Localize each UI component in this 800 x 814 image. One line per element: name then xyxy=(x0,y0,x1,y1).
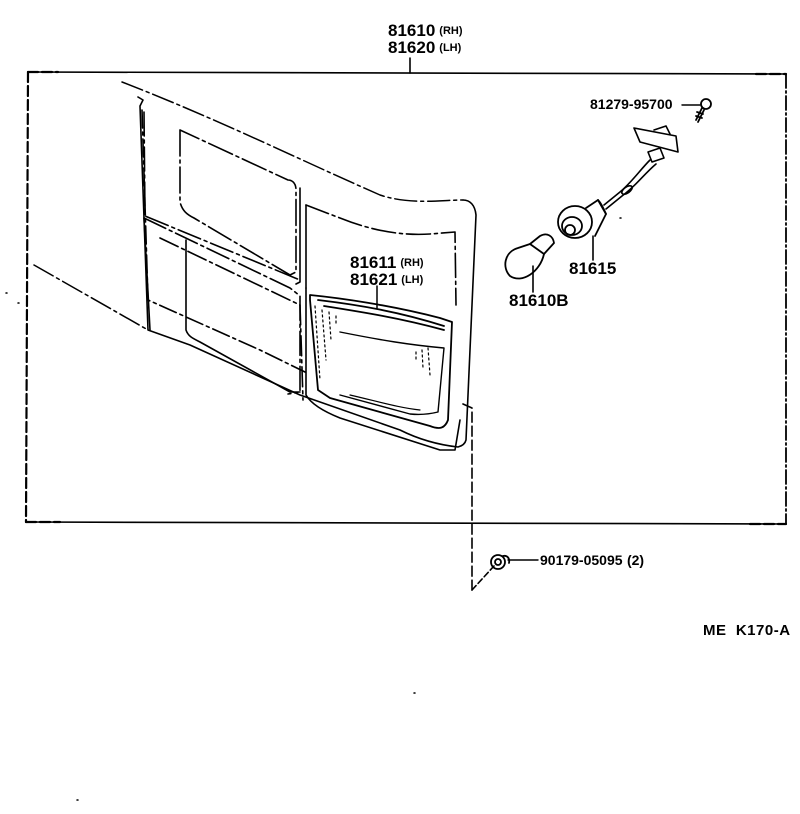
bulb-icon xyxy=(504,233,555,280)
assembly-lh-side: (LH) xyxy=(439,42,462,54)
socket-wire-harness xyxy=(603,125,679,210)
lens-rh-label: 81611(RH) xyxy=(350,254,424,272)
socket-callout[interactable]: 81615 xyxy=(569,259,617,278)
nut-part-number: 90179-05095 xyxy=(540,552,623,568)
body-panel-outline xyxy=(33,81,464,331)
socket-icon xyxy=(557,199,607,239)
screw-icon xyxy=(695,98,712,123)
assembly-lh-label: 81620(LH) xyxy=(388,39,463,57)
lens-lh-side: (LH) xyxy=(401,274,424,286)
assembly-boundary-box xyxy=(24,70,788,526)
housing-right-panel xyxy=(305,204,461,451)
scan-specks xyxy=(5,217,622,801)
assembly-rh-label: 81610(RH) xyxy=(388,22,463,40)
bulb-callout[interactable]: 81610B xyxy=(509,291,569,310)
nut-quantity: (2) xyxy=(626,552,645,568)
lens-rh-part-number: 81611 xyxy=(350,253,397,272)
mounting-stud-line xyxy=(462,403,495,591)
lens-lh-part-number: 81621 xyxy=(350,270,398,289)
lens-callout[interactable]: 81611(RH) 81621(LH) xyxy=(350,254,424,289)
nut-callout[interactable]: 90179-05095 (2) xyxy=(540,553,644,569)
lens-rh-side: (RH) xyxy=(400,257,424,269)
lamp-housing xyxy=(137,96,477,448)
assembly-lh-part-number: 81620 xyxy=(388,38,436,57)
socket-screw-callout[interactable]: 81279-95700 xyxy=(590,96,673,112)
assembly-rh-part-number: 81610 xyxy=(388,21,436,40)
nut-icon xyxy=(490,554,511,570)
assembly-callout[interactable]: 81610(RH) 81620(LH) xyxy=(388,22,463,57)
diagram-reference-code: ME K170-A xyxy=(703,622,791,639)
assembly-rh-side: (RH) xyxy=(439,25,463,37)
housing-lower-left-window xyxy=(143,217,304,401)
lens-lh-label: 81621(LH) xyxy=(350,271,424,289)
turn-signal-lens xyxy=(309,294,453,429)
housing-upper-left-window xyxy=(143,111,301,285)
